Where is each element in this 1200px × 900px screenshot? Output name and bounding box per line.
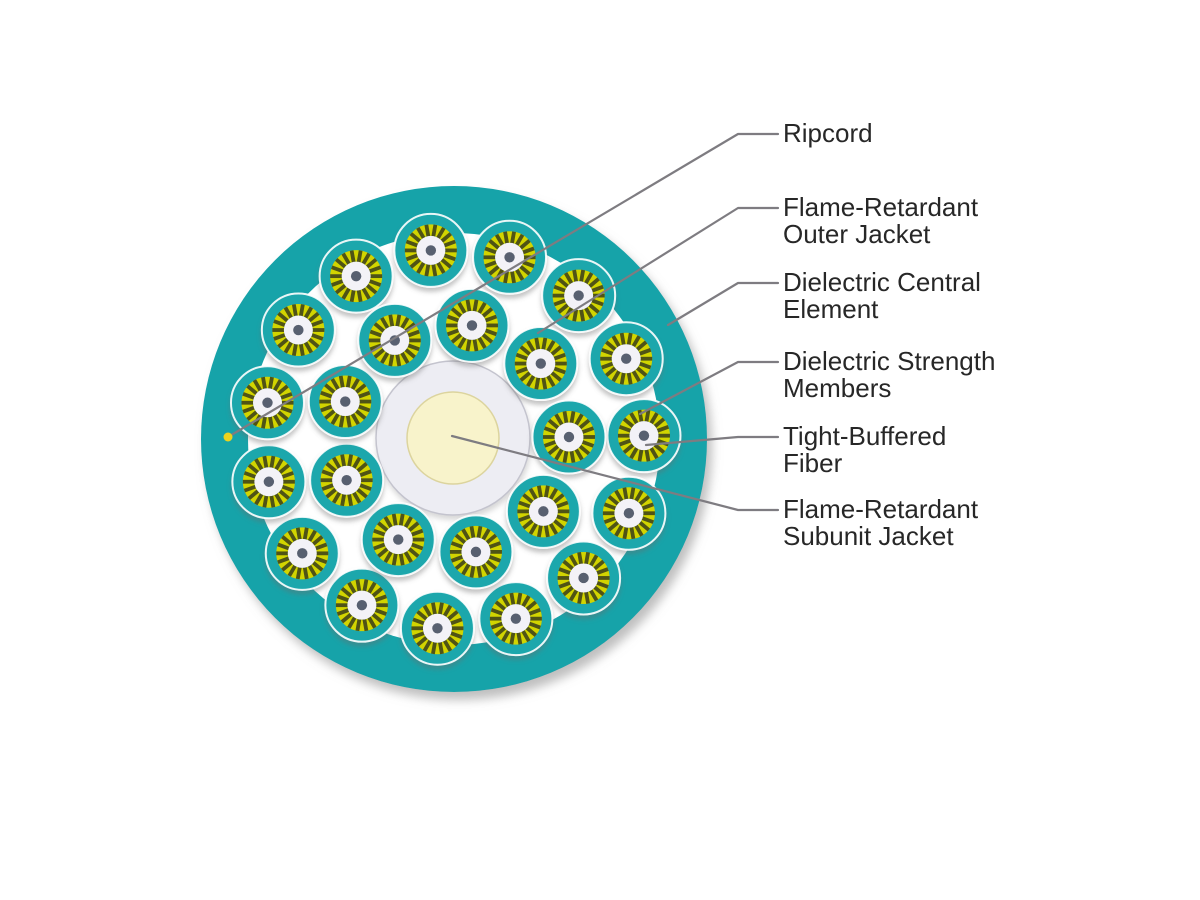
outer-subunit-ring-subunit bbox=[542, 259, 615, 332]
inner-subunit-ring-subunit bbox=[435, 289, 508, 362]
label-outer-jacket: Flame-Retardant Outer Jacket bbox=[783, 192, 979, 249]
outer-subunit-ring-subunit bbox=[262, 294, 335, 367]
label-ripcord: Ripcord bbox=[783, 118, 873, 148]
leader-line-subunit-jacket bbox=[450, 434, 780, 512]
leader-line-ripcord bbox=[226, 132, 780, 439]
outer-subunit-ring-subunit bbox=[266, 517, 339, 590]
label-strength-members: Dielectric Strength Members bbox=[783, 346, 996, 403]
inner-subunit-ring-subunit bbox=[310, 444, 383, 517]
leader-line-outer-jacket bbox=[536, 206, 780, 335]
ripcord-dot-layer bbox=[223, 432, 233, 442]
outer-subunit-ring-subunit bbox=[401, 592, 474, 665]
inner-subunit-ring-subunit bbox=[507, 475, 580, 548]
inner-subunit-ring-subunit bbox=[362, 503, 435, 576]
label-subunit-jacket: Flame-Retardant Subunit Jacket bbox=[783, 494, 979, 551]
outer-subunit-ring-subunit bbox=[394, 214, 467, 287]
outer-subunit-ring-subunit bbox=[479, 582, 552, 655]
leader-line-tight-buffered-fiber bbox=[644, 435, 780, 447]
inner-subunit-ring-subunit bbox=[439, 515, 512, 588]
label-tight-buffered-fiber: Tight-Buffered Fiber bbox=[783, 421, 947, 478]
inner-subunit-ring-subunit bbox=[309, 365, 382, 438]
inner-subunit-ring-subunit bbox=[504, 327, 577, 400]
outer-subunit-ring-subunit bbox=[590, 322, 663, 395]
outer-subunit-ring-subunit bbox=[473, 221, 546, 294]
leader-lines bbox=[226, 132, 780, 512]
outer-subunit-ring-subunit bbox=[607, 399, 680, 472]
outer-subunit-ring-subunit bbox=[320, 240, 393, 313]
inner-subunit-ring-subunit bbox=[358, 304, 431, 377]
inner-subunit-ring-subunit bbox=[532, 400, 605, 473]
outer-subunit-ring-subunit bbox=[325, 569, 398, 642]
ripcord-dot bbox=[223, 432, 233, 442]
outer-subunit-ring-subunit bbox=[232, 445, 305, 518]
label-central-element: Dielectric Central Element bbox=[783, 267, 981, 324]
central-element-core bbox=[406, 391, 500, 485]
leader-line-strength-members bbox=[638, 360, 780, 416]
leader-line-central-element bbox=[666, 281, 780, 327]
outer-subunit-ring-subunit bbox=[547, 541, 620, 614]
